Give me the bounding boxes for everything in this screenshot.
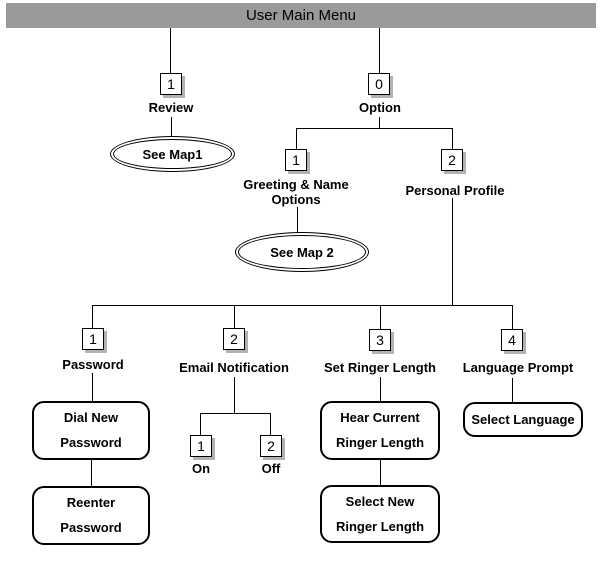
- see-map2-text: See Map 2: [270, 244, 334, 260]
- connector-split-to-greeting: [296, 128, 297, 149]
- connector-bar-to-option: [379, 28, 380, 73]
- connector-review-to-map1: [171, 117, 172, 137]
- hear-current-line1: Hear Current: [340, 410, 420, 425]
- diagram-title: User Main Menu: [245, 7, 357, 24]
- key-box-review: 1: [160, 73, 182, 95]
- connector-dial-to-reenter: [91, 460, 92, 486]
- connector-bar-to-review: [170, 28, 171, 73]
- key-box-personal-profile: 2: [441, 149, 463, 171]
- connector-split-to-on: [200, 413, 201, 435]
- key-option: 0: [375, 76, 383, 92]
- key-personal-profile: 2: [448, 152, 456, 168]
- dial-new-password-line1: Dial New: [63, 410, 119, 425]
- select-new-line1: Select New: [345, 493, 415, 509]
- key-password: 1: [89, 331, 97, 347]
- key-set-ringer-length: 3: [376, 332, 384, 348]
- key-review: 1: [167, 76, 175, 92]
- connector-email-split: [200, 413, 271, 414]
- label-personal-profile: Personal Profile: [405, 183, 505, 198]
- label-password: Password: [62, 357, 124, 372]
- key-box-password: 1: [82, 328, 104, 350]
- connector-profile-to-split: [452, 198, 453, 305]
- reenter-password-line1: Reenter: [66, 495, 116, 510]
- connector-language-to-select: [512, 378, 513, 402]
- label-greeting-line2: Options: [271, 192, 321, 207]
- box-dial-new-password: Dial New Password: [32, 401, 150, 460]
- key-box-email-notification: 2: [223, 328, 245, 350]
- see-map1-text: See Map1: [142, 146, 203, 162]
- oval-see-map1: See Map1: [110, 136, 235, 172]
- key-on: 1: [197, 438, 205, 454]
- key-box-on: 1: [190, 435, 212, 457]
- box-hear-current-ringer-length: Hear Current Ringer Length: [320, 401, 440, 460]
- connector-option-to-split: [379, 117, 380, 129]
- connector-split-to-password: [92, 305, 93, 328]
- connector-split-to-profile: [452, 128, 453, 149]
- connector-ringer-to-hear: [380, 377, 381, 401]
- key-box-option: 0: [368, 73, 390, 95]
- label-set-ringer-length: Set Ringer Length: [324, 360, 436, 375]
- label-email-notification: Email Notification: [179, 360, 289, 375]
- connector-password-to-dial: [92, 373, 93, 401]
- key-box-set-ringer-length: 3: [369, 329, 391, 351]
- label-greeting-name-options: Greeting & Name Options: [226, 177, 366, 207]
- label-on: On: [191, 461, 211, 476]
- key-email-notification: 2: [230, 331, 238, 347]
- box-select-language: Select Language: [463, 402, 583, 437]
- label-off: Off: [261, 461, 281, 476]
- label-review: Review: [148, 100, 194, 115]
- connector-split-to-ringer: [380, 305, 381, 329]
- connector-hear-to-select-new: [380, 460, 381, 485]
- reenter-password-line2: Password: [60, 520, 122, 535]
- connector-option-split: [296, 128, 453, 129]
- box-reenter-password: Reenter Password: [32, 486, 150, 545]
- label-option: Option: [359, 100, 401, 115]
- key-box-greeting: 1: [285, 149, 307, 171]
- connector-split-to-language: [512, 305, 513, 329]
- hear-current-line2: Ringer Length: [335, 435, 425, 450]
- select-language-line1: Select Language: [471, 411, 575, 427]
- key-box-language-prompt: 4: [501, 329, 523, 351]
- oval-see-map2: See Map 2: [235, 232, 369, 272]
- key-language-prompt: 4: [508, 332, 516, 348]
- key-box-off: 2: [260, 435, 282, 457]
- connector-split-to-off: [270, 413, 271, 435]
- title-bar: User Main Menu: [6, 3, 596, 28]
- label-greeting-line1: Greeting & Name: [243, 177, 349, 192]
- key-off: 2: [267, 438, 275, 454]
- connector-email-to-split: [234, 377, 235, 413]
- connector-split-to-email: [234, 305, 235, 328]
- select-new-line2: Ringer Length: [335, 518, 425, 534]
- dial-new-password-line2: Password: [60, 435, 122, 450]
- box-select-new-ringer-length: Select New Ringer Length: [320, 485, 440, 543]
- label-language-prompt: Language Prompt: [462, 360, 574, 375]
- connector-profile-split: [92, 305, 513, 306]
- key-greeting: 1: [292, 152, 300, 168]
- connector-greeting-to-map2: [297, 207, 298, 233]
